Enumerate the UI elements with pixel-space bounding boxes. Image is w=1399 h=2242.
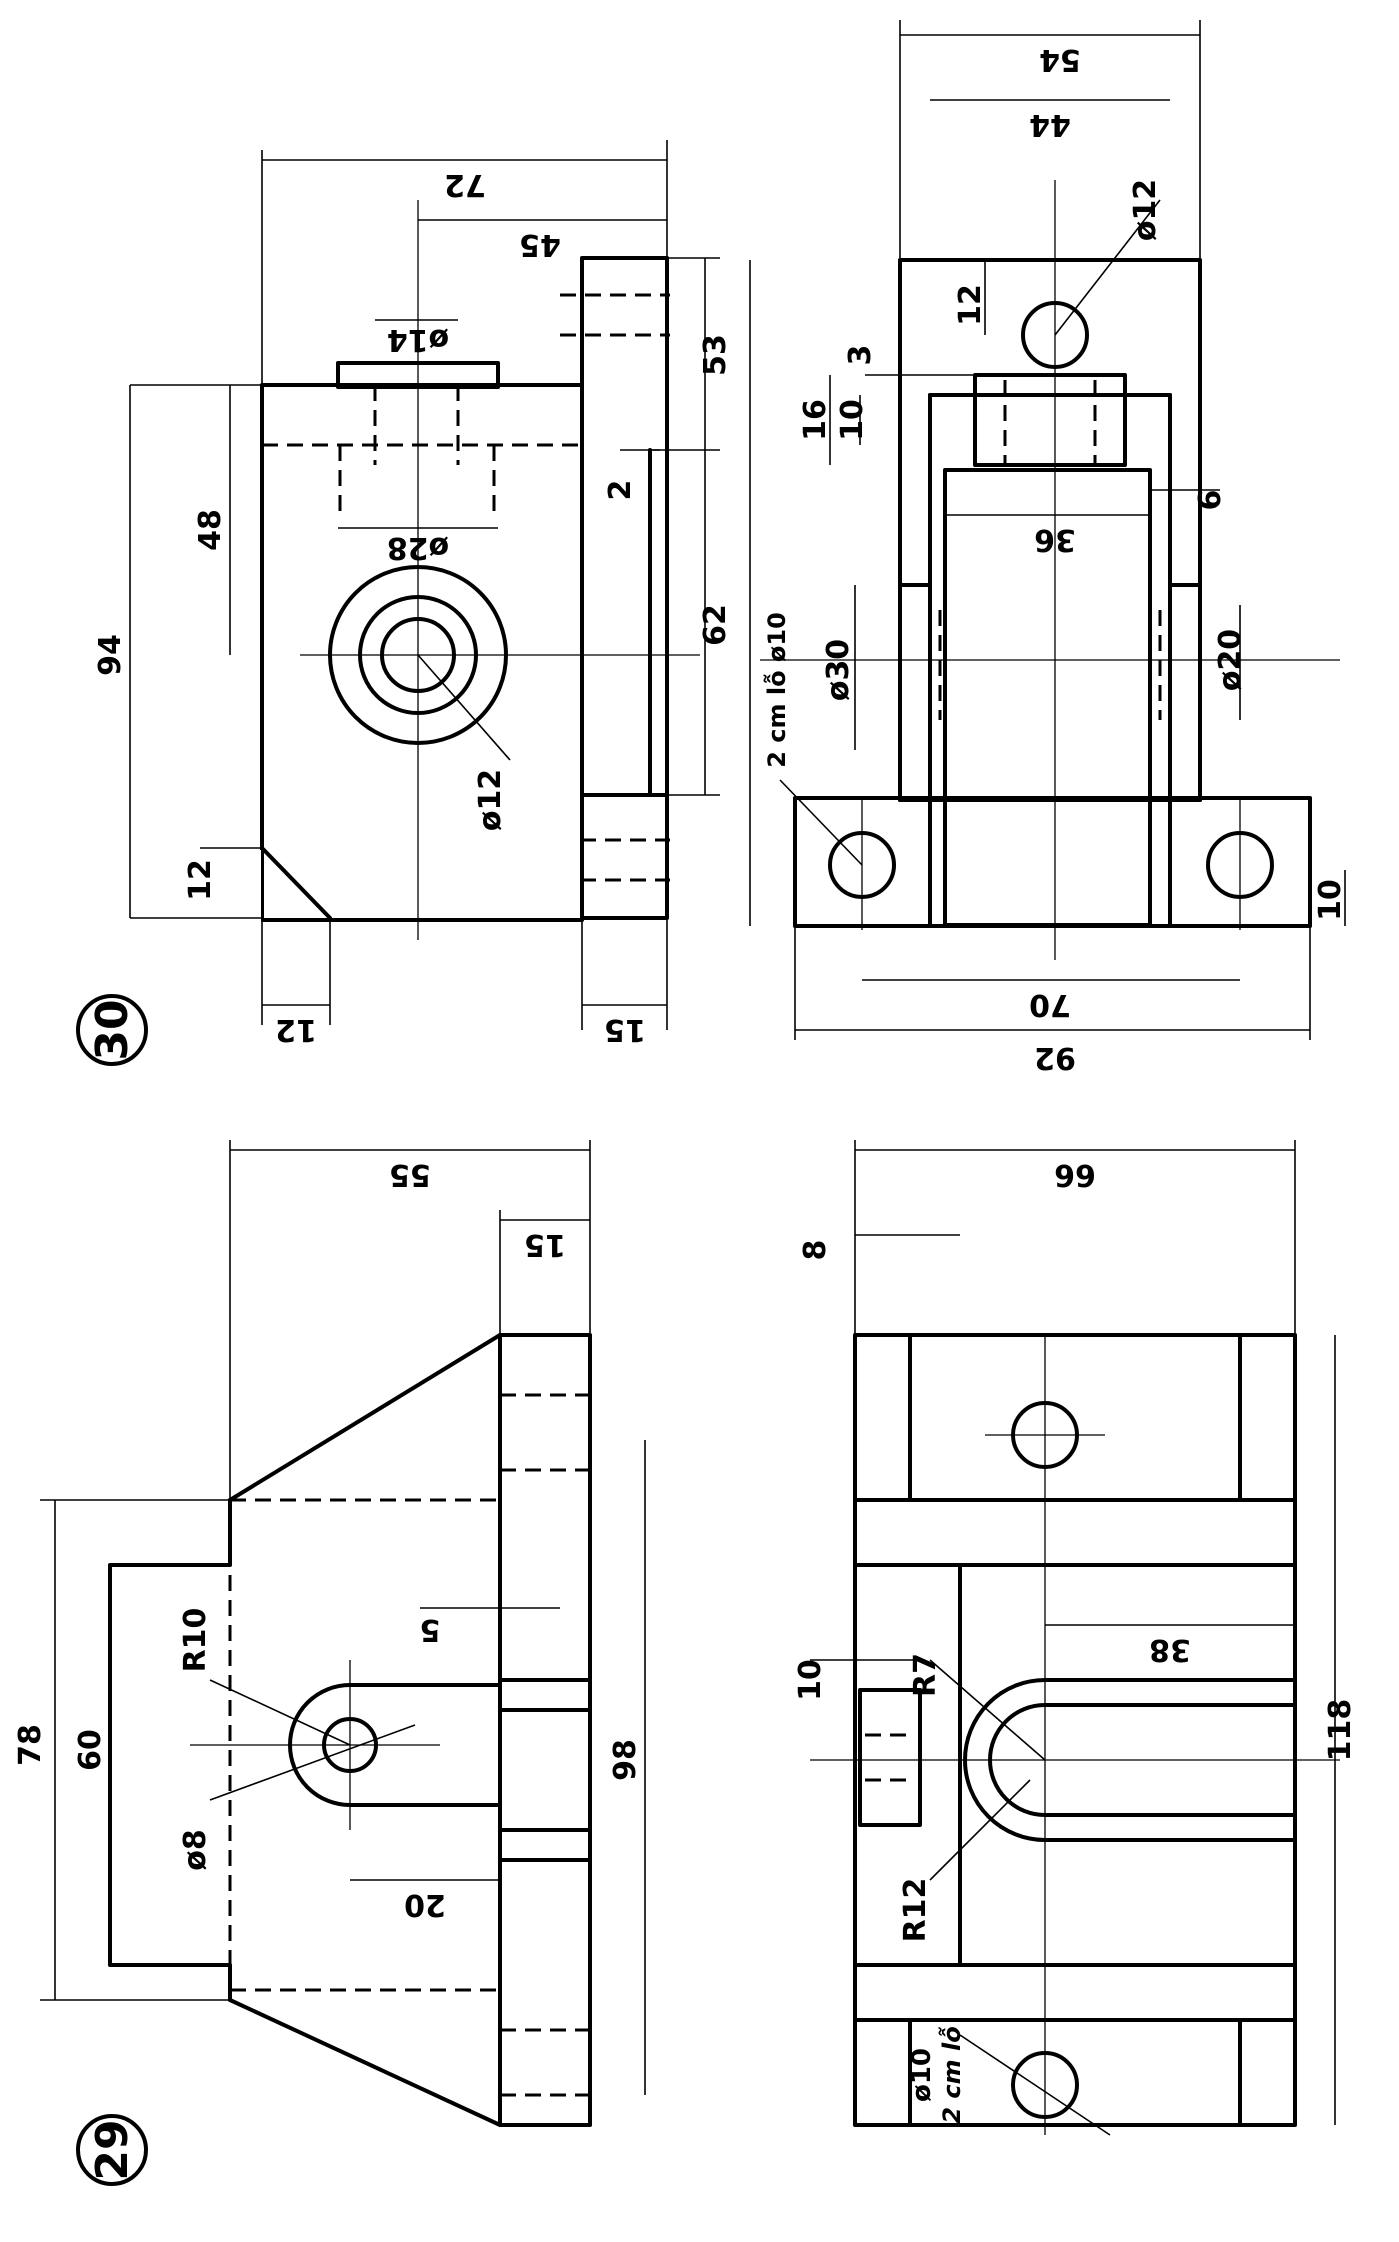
p30-dim-36: 36 (1034, 522, 1076, 557)
p29-dim-o10: ø10 (907, 2048, 937, 2102)
p30-dim-12h: 12 (275, 1012, 317, 1047)
p30-dim-62: 62 (698, 604, 733, 646)
p29-dim-R7: R7 (908, 1653, 943, 1697)
p30-upright (898, 258, 1202, 802)
p30-lug (973, 373, 1127, 467)
p30-dim-16: 16 (798, 399, 833, 441)
p29-dim-55: 55 (389, 1157, 431, 1192)
p30-dim-o30: ø30 (821, 639, 856, 701)
p29-dim-38: 38 (1149, 1632, 1191, 1667)
p30-dim-48: 48 (193, 509, 228, 551)
p29-note-holes: 2 cm lỗ (937, 2026, 966, 2123)
p30-dim-6: 6 (1193, 490, 1228, 511)
p29-lug (858, 1688, 922, 1827)
p29-dim-R12: R12 (898, 1878, 933, 1943)
p30-dim-o14: ø14 (387, 322, 449, 357)
p30-badge: 30 (76, 994, 148, 1066)
p30-dim-53: 53 (698, 334, 733, 376)
p29-badge: 29 (76, 2114, 148, 2186)
p30-dim-o12: ø12 (473, 769, 508, 831)
p29-outline (108, 1498, 232, 2002)
p30-left-boss (898, 583, 932, 802)
p30-dim-72: 72 (444, 167, 486, 202)
svg-text:30: 30 (87, 999, 138, 1060)
p30-right-boss (1168, 583, 1202, 802)
p30-inner-slot (943, 468, 1152, 927)
p29-dim-5: 5 (420, 1612, 441, 1647)
p29-front-outline (853, 1333, 1297, 2127)
p30-body (260, 383, 584, 922)
p30-dim-70: 70 (1029, 987, 1071, 1022)
p30-dim-44: 44 (1029, 107, 1071, 142)
p29-dim-78: 78 (13, 1724, 48, 1766)
p29-dim-o8: ø8 (178, 1829, 213, 1870)
p30-dim-side-12: 12 (953, 284, 988, 326)
p30-dim-3: 3 (843, 345, 878, 366)
p30-base (793, 796, 1312, 928)
p29-front-view: 118 66 8 10 38 R7 R12 ø10 2 cm lỗ (793, 1140, 1358, 2136)
p29-dim-10: 10 (793, 1659, 828, 1701)
p30-dim-o20: ø20 (1213, 629, 1248, 691)
p30-side-view: 54 44 ø12 12 3 16 10 36 6 ø30 ø20 2 cm l… (749, 20, 1348, 1075)
p29-dim-8: 8 (798, 1240, 833, 1261)
p29-rib (498, 1678, 592, 1862)
p30-dim-side-o12: ø12 (1128, 179, 1163, 241)
p30-dim-10: 10 (835, 399, 870, 441)
p29-dim-118: 118 (1323, 1699, 1358, 1762)
p30-dim-base10: 10 (1313, 879, 1348, 921)
p29-dim-66: 66 (1054, 1157, 1096, 1192)
p30-dim-92: 92 (1034, 1040, 1076, 1075)
p30-dim-2: 2 (603, 480, 638, 501)
p29-top-view: 78 60 R10 ø8 20 5 98 55 15 (13, 1140, 646, 2127)
p30-note-holes: 2 cm lỗ ø10 (762, 612, 791, 768)
p30-dim-54: 54 (1039, 42, 1081, 77)
p29-dim-98: 98 (608, 1739, 643, 1781)
p30-dim-12v: 12 (183, 859, 218, 901)
p30-dim-15: 15 (604, 1012, 646, 1047)
p29-dim-R10: R10 (178, 1608, 213, 1673)
p30-top-view: 94 48 ø28 ø14 72 45 ø12 12 12 15 53 2 62 (93, 140, 733, 1047)
p30-flange (580, 256, 669, 920)
p30-dim-94: 94 (93, 634, 128, 676)
p29-dim-15: 15 (524, 1227, 566, 1262)
p29-dim-60: 60 (73, 1729, 108, 1771)
p30-chamfer (260, 846, 332, 920)
p30-dim-45: 45 (519, 227, 561, 262)
p30-dim-o28: ø28 (387, 530, 449, 565)
p29-dim-20: 20 (404, 1887, 446, 1922)
svg-text:29: 29 (87, 2119, 138, 2180)
p29-base (498, 1333, 592, 2127)
